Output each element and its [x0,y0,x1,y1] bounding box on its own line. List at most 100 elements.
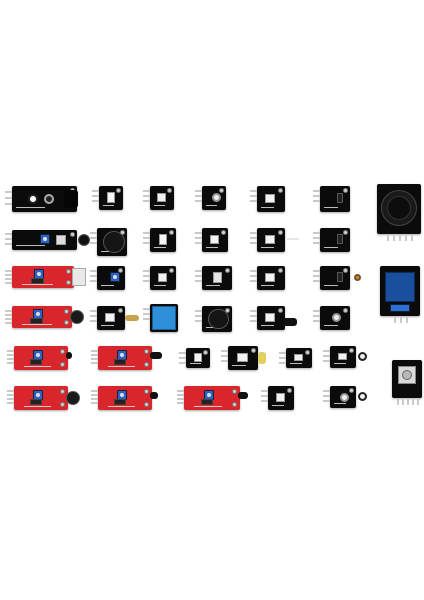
header-pin [323,360,330,362]
sensor-module [250,306,297,330]
sensor-module [313,186,350,212]
mount-hole [221,230,226,235]
potentiometer [109,272,120,282]
header-pin [7,394,14,396]
header-pin [5,191,12,193]
mount-hole [64,309,69,314]
component [336,272,343,282]
mount-hole [167,188,172,193]
pcb-board [257,228,285,252]
silkscreen [261,247,274,248]
header-pin [400,316,402,323]
mount-hole [343,230,348,235]
header-pin [7,398,14,400]
probe-component [150,352,162,359]
buzzer-module [90,228,127,256]
component [265,193,276,203]
ir-emitter [28,194,38,204]
header-pin [5,314,12,316]
header-pin [143,242,150,244]
ic-chip [114,359,127,366]
header-pin [7,354,14,356]
mount-hole [232,389,237,394]
header-pin [91,398,98,400]
header-pin [279,357,286,359]
component [336,234,343,244]
mount-hole [203,350,208,355]
mount-hole [343,308,348,313]
ir-obstacle-module [5,186,78,212]
component [265,313,276,322]
silkscreen [206,205,217,206]
led-component [358,392,367,401]
sensor-module [143,228,176,252]
sensor-module [179,348,210,368]
pcb-board [98,346,152,370]
header-pin [313,315,320,317]
header-pin [250,237,257,239]
pcb-board [97,266,125,290]
header-pin [143,275,150,277]
header-pin [195,310,202,312]
header-pin [179,362,186,364]
header-pin [7,362,14,364]
header-pin [177,398,184,400]
mount-hole [287,388,292,393]
header-pin [5,318,12,320]
component [336,192,343,203]
header-pin [250,190,257,192]
header-pin [5,322,12,324]
header-pin [195,190,202,192]
buzzer-component [103,230,126,254]
mount-hole [278,188,283,193]
header-pin [177,402,184,404]
header-pin [5,270,12,272]
component [107,192,115,203]
silkscreen [324,247,338,248]
sensor-module [261,386,294,410]
silkscreen [154,285,166,286]
temp-humidity-module [143,304,178,332]
header-pin [221,360,228,362]
silkscreen [103,205,114,206]
header-pin [323,350,330,352]
pcb-board [97,228,127,256]
silkscreen [334,403,346,404]
silkscreen [290,363,302,364]
led-component [340,392,350,402]
led-component [211,193,221,203]
potentiometer [32,349,43,360]
sensor-module [90,266,125,290]
header-pin [5,278,12,280]
led-component [358,352,367,361]
header-pin [195,195,202,197]
mount-hole [343,268,348,273]
mount-hole [251,348,256,353]
silkscreen [334,363,346,364]
component [337,352,347,361]
silkscreen [101,325,114,326]
header-pin [7,390,14,392]
probe-component [238,392,248,399]
header-pin [143,318,150,320]
component [237,353,248,362]
header-pin [417,398,419,405]
sound-sensor-module [5,306,84,328]
mount-hole [60,402,65,407]
pcb-board [12,266,74,288]
ir-receiver [44,194,54,204]
header-pin [7,350,14,352]
silkscreen [154,205,165,206]
red-sensor-module [177,386,248,410]
sensor-module [323,346,367,368]
pcb-board [12,306,72,328]
silkscreen [206,247,218,248]
header-pin [313,190,320,192]
pot-screw [35,352,40,357]
mount-hole [144,349,149,354]
laser-head [125,315,139,321]
header-pin [143,200,150,202]
silkscreen [22,324,52,325]
potentiometer [32,389,43,400]
header-pin [179,357,186,359]
